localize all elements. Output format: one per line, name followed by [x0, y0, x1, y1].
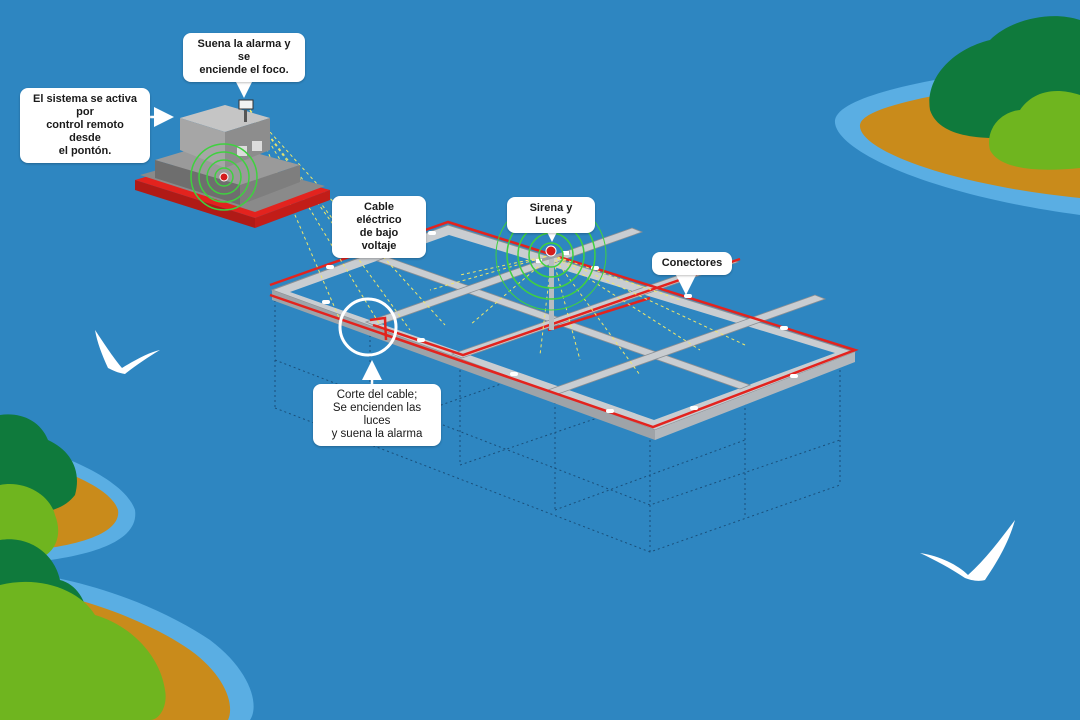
label-siren-lights: Sirena y Luces [507, 197, 595, 233]
island-top-right [834, 16, 1080, 215]
net-enclosure [274, 295, 841, 553]
island-bottom-left [0, 414, 254, 720]
label-connectors: Conectores [652, 252, 732, 275]
seagull-left [95, 330, 160, 374]
pontoon-signal-rings [190, 143, 258, 211]
label-remote-activation: El sistema se activa por control remoto … [20, 88, 150, 163]
seagull-right [920, 520, 1015, 581]
label-alarm-light: Suena la alarma y se enciende el foco. [183, 33, 305, 82]
label-low-voltage-cable: Cable eléctrico de bajo voltaje [332, 196, 426, 258]
label-cable-cut: Corte del cable; Se encienden las luces … [313, 384, 441, 446]
cable-cut-highlight [338, 297, 398, 357]
